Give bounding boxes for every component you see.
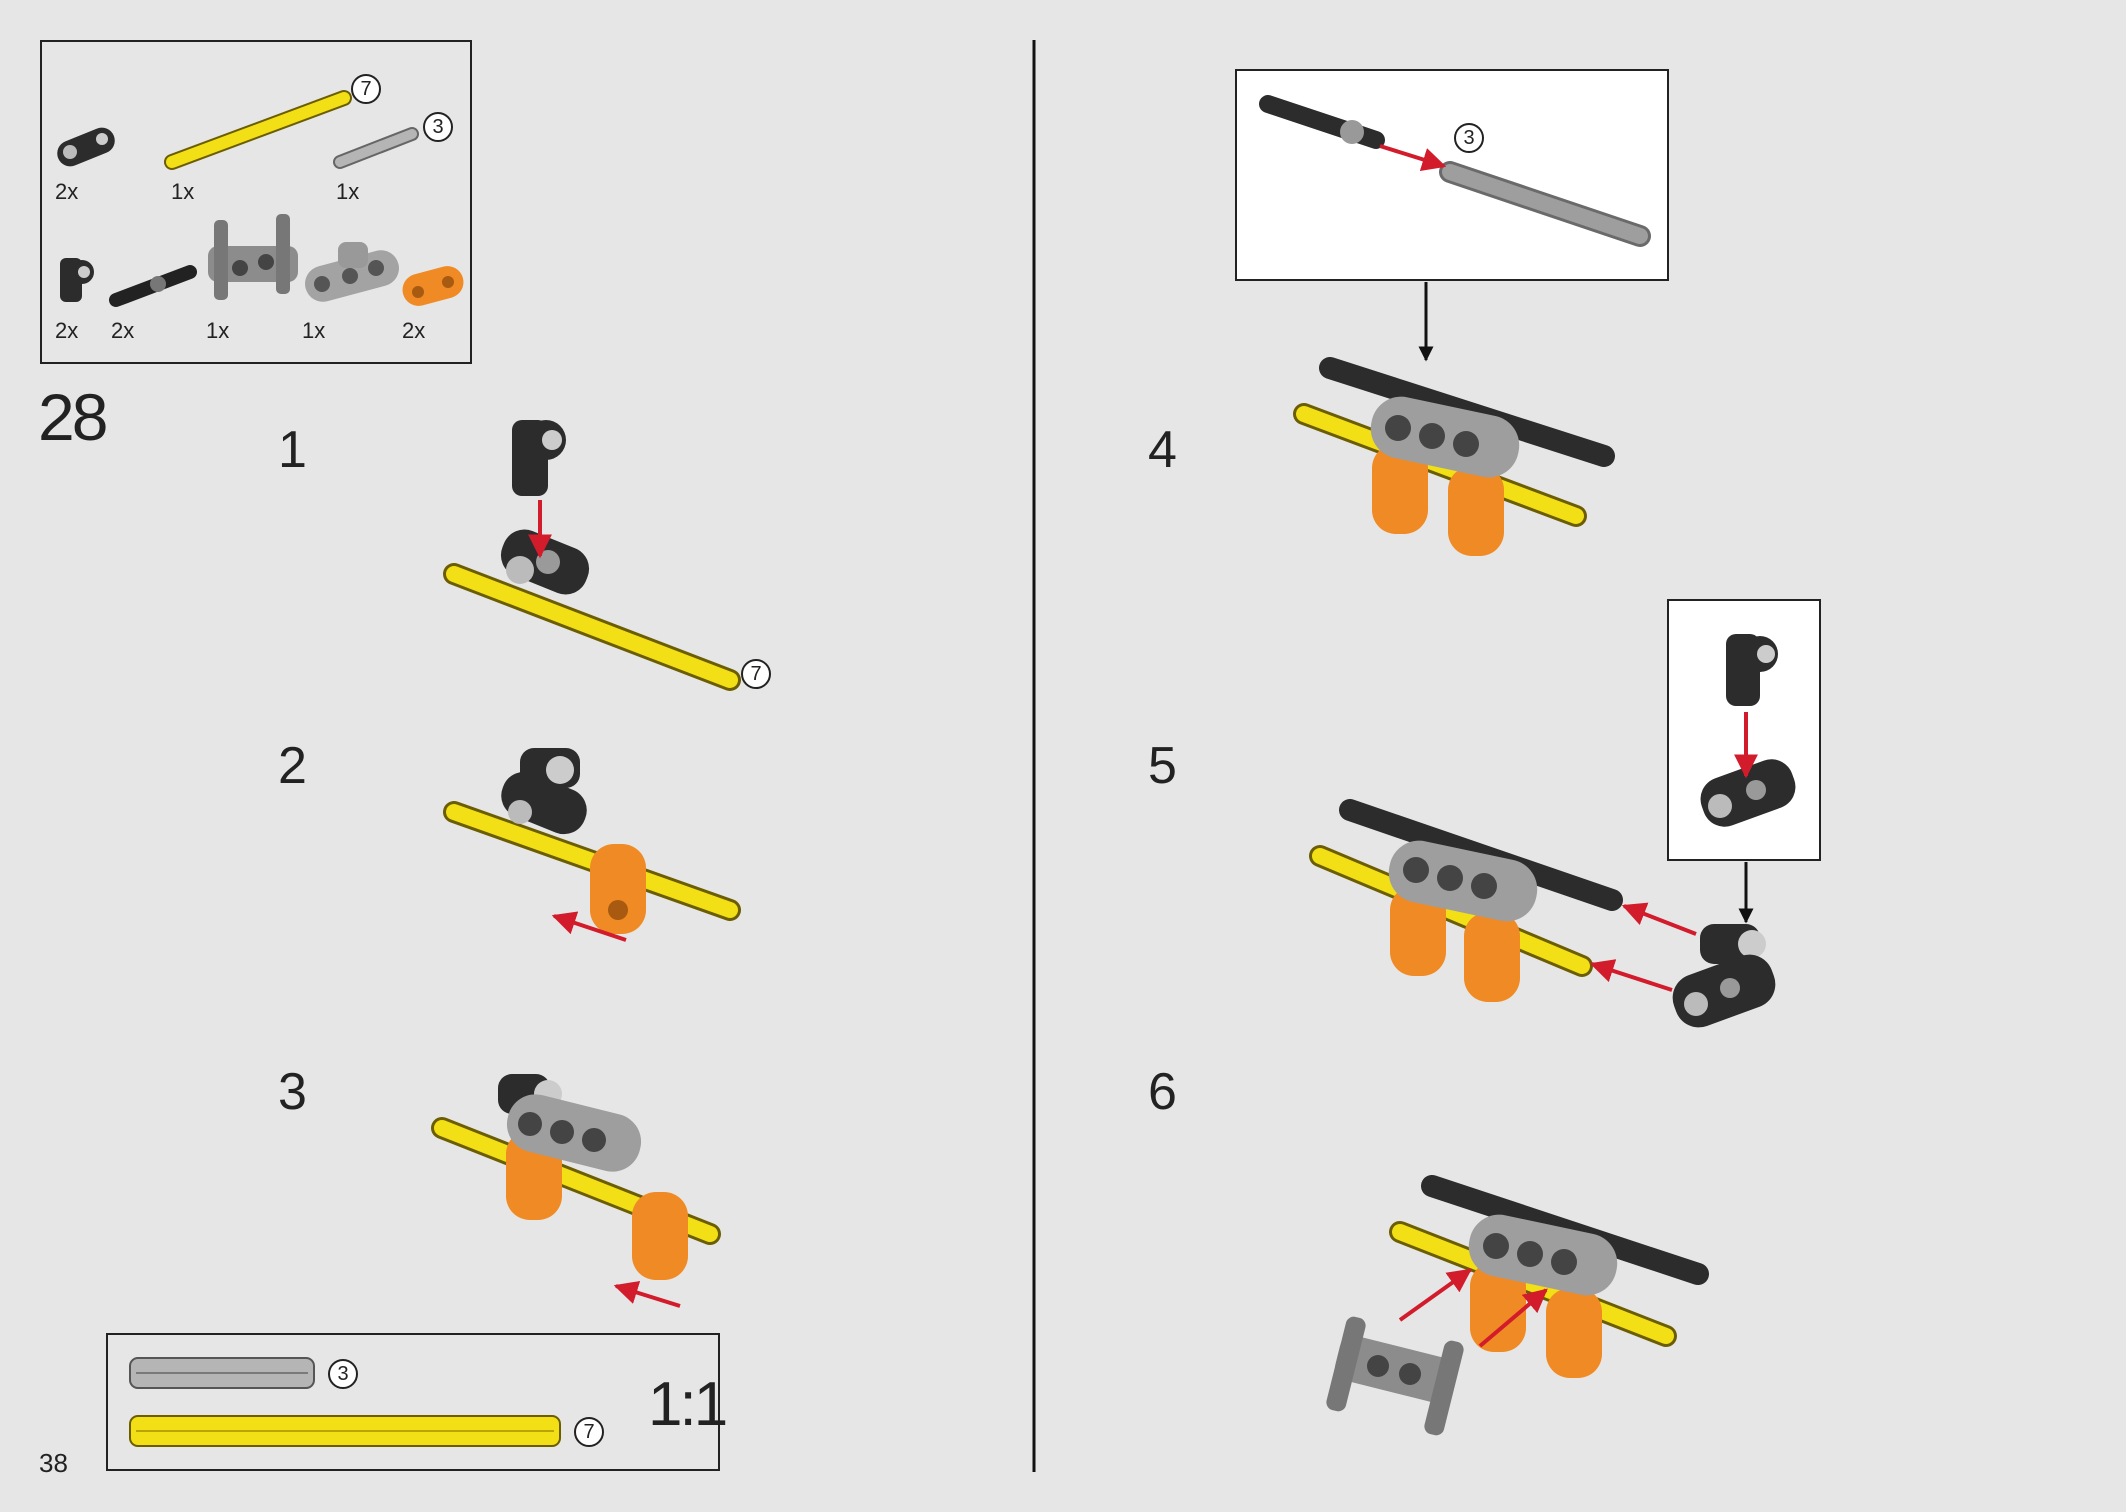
part-qty: 1x (302, 318, 326, 343)
scale-label: 1:1 (648, 1370, 728, 1439)
step-6-illustration (1326, 1175, 1709, 1436)
step-2-illustration (443, 748, 741, 942)
part-qty: 2x (55, 179, 79, 204)
scale-length-callout: 3 (328, 1359, 358, 1389)
scale-box (106, 1333, 720, 1471)
orange-link-icon (402, 266, 464, 306)
step-4-illustration (1293, 357, 1615, 556)
substep-number-3: 3 (278, 1063, 307, 1121)
step-5-illustration (1309, 799, 1776, 1028)
scale-length-callout: 7 (574, 1417, 604, 1447)
step-5-subassembly (1700, 634, 1796, 827)
slide-arrow (551, 911, 627, 942)
gray-axle-3-icon (333, 127, 419, 169)
step-4-subassembly (1259, 95, 1651, 247)
substep-number-6: 6 (1148, 1063, 1177, 1121)
main-step-number: 28 (38, 380, 108, 454)
gray-beam-3-icon (305, 242, 399, 302)
part-qty: 1x (206, 318, 230, 343)
part-qty: 1x (336, 179, 360, 204)
black-pin-axle-icon (109, 265, 197, 307)
parts-list-box (40, 40, 472, 364)
part-qty: 2x (402, 318, 426, 343)
part-qty: 1x (171, 179, 195, 204)
substep-number-4: 4 (1148, 421, 1177, 479)
yellow-axle-7-icon (164, 90, 352, 170)
length-callout: 3 (423, 112, 453, 142)
step-3-illustration (431, 1074, 721, 1308)
length-callout: 7 (351, 74, 381, 104)
black-axle-connector-icon (57, 127, 115, 167)
substep-number-2: 2 (278, 737, 307, 795)
substep-number-5: 5 (1148, 737, 1177, 795)
black-angle-connector-icon (60, 258, 94, 302)
part-qty: 2x (55, 318, 79, 343)
page-number: 38 (39, 1448, 68, 1478)
step-4-length-callout: 3 (1454, 123, 1484, 153)
gray-double-pin-connector-icon (208, 214, 298, 300)
part-qty: 2x (111, 318, 135, 343)
substep-number-1: 1 (278, 421, 307, 479)
step-1-length-callout: 7 (741, 659, 771, 689)
step-1-illustration (443, 420, 741, 691)
slide-arrow (613, 1280, 681, 1308)
